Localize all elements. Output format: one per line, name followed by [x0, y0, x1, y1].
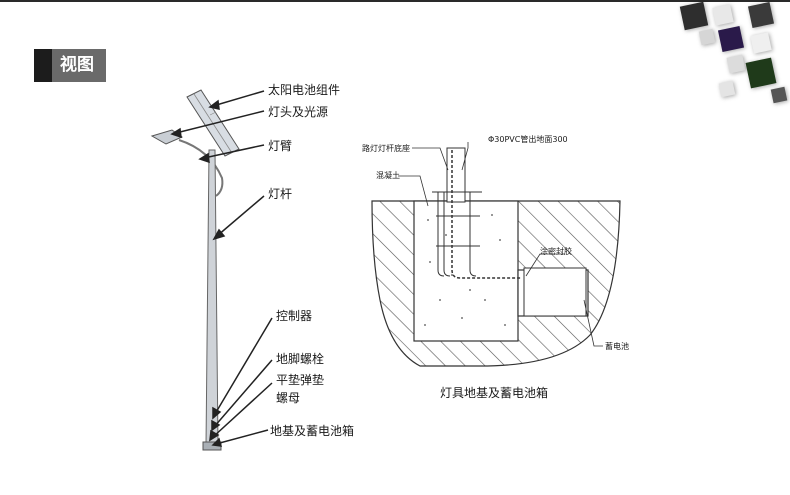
label-lamp-arm: 灯臂: [268, 139, 293, 153]
leader-lamp-head: [175, 110, 265, 134]
arrowhead: [208, 99, 220, 110]
leader-sealant: [525, 253, 565, 277]
lamp-arm: [178, 139, 224, 197]
arrowhead: [170, 127, 182, 139]
pole-base-stub: [446, 147, 466, 203]
arrowhead: [211, 419, 221, 432]
label-lamp-head: 灯头及光源: [268, 105, 329, 119]
label-sealant: 涂密封胶: [540, 247, 572, 256]
arrowhead: [212, 406, 222, 420]
leader-foundation: [215, 429, 269, 445]
concrete-block: [413, 200, 519, 342]
leader-concrete: [398, 175, 429, 207]
arrowhead: [211, 437, 223, 447]
label-concrete: 混凝土: [376, 171, 400, 180]
title-accent-block: [34, 49, 52, 82]
leader-pvc: [461, 142, 469, 171]
leader-anchor-bolt: [213, 359, 273, 428]
label-foundation: 地基及蓄电池箱: [270, 424, 355, 438]
foundation-caption: 灯具地基及蓄电池箱: [440, 386, 549, 400]
view-title: 视图: [52, 49, 106, 82]
pvc-conduit: [451, 150, 522, 279]
leader-solar-panel: [212, 90, 265, 107]
arrowhead: [209, 429, 220, 442]
view-title-tag: 视图: [34, 49, 106, 82]
leader-controller: [214, 317, 273, 415]
concrete-speckles: [424, 214, 506, 326]
label-pole-base: 路灯灯杆底座: [362, 144, 410, 153]
label-washer: 平垫弹垫: [276, 373, 325, 387]
label-pvc-conduit: Φ30PVC管出地面300: [488, 135, 568, 144]
label-battery: 蓄电池: [605, 342, 629, 351]
label-nut: 螺母: [276, 391, 301, 405]
arrowhead: [212, 228, 226, 241]
leader-lamp-arm: [203, 144, 265, 159]
leader-battery: [583, 299, 603, 347]
anchor-bolts: [432, 191, 482, 277]
battery-box: [523, 267, 587, 317]
label-solar-panel: 太阳电池组件: [268, 83, 341, 97]
leader-pole-base: [412, 147, 449, 171]
leader-pole: [216, 195, 265, 237]
top-rule: [0, 0, 790, 2]
label-anchor-bolt: 地脚螺栓: [276, 352, 325, 366]
arrowhead: [198, 152, 210, 164]
label-pole: 灯杆: [268, 187, 293, 201]
label-controller: 控制器: [276, 309, 313, 323]
leader-washer-nut: [212, 382, 273, 438]
